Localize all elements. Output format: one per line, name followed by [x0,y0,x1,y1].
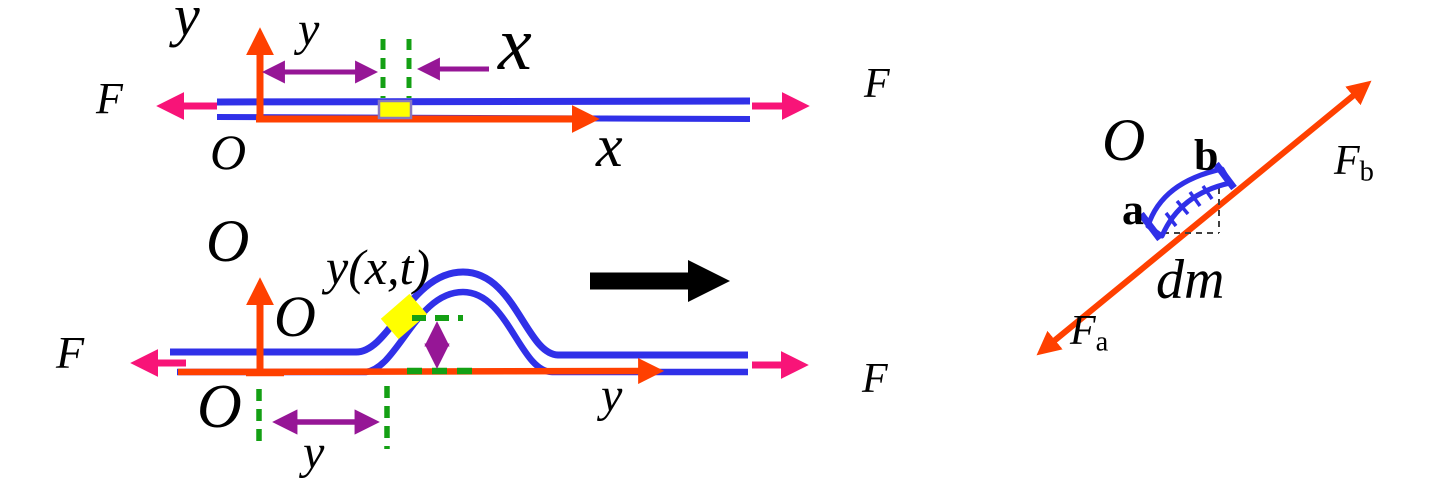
string-element-highlight [380,293,428,340]
bottom-origin-mid-label: O [274,284,316,349]
string-bottom-line [177,288,748,376]
wave-pulse-diagram [130,260,809,449]
element-mass-label: dm [1156,249,1225,311]
bottom-origin-top-label: O [206,208,250,274]
top-force-left-label: F [96,74,123,123]
tension-line-arrow [1036,80,1372,356]
top-y-axis-label: y [174,0,200,48]
mass-element-diagram [1036,80,1372,356]
hatch-line [1188,190,1202,208]
bottom-y-measure-label: y [303,426,325,479]
endpoint-b-cap [1213,161,1237,191]
top-x-axis-label: x [596,113,623,179]
element-point-b-label: b [1194,131,1219,180]
bottom-wave-function-label: y(x,t) [326,239,431,295]
hatch-line [1164,211,1178,228]
endpoint-a-cap [1138,211,1163,242]
string-at-rest-diagram [156,27,810,133]
bottom-origin-bottom-label: O [197,373,242,441]
element-force-a: Fa [1070,310,1108,357]
element-point-a-label: a [1122,185,1144,234]
bottom-force-right-label: F [862,356,888,402]
string-top-line [170,268,748,359]
element-force-b-subscript: b [1359,156,1374,188]
element-force-b: Fb [1334,140,1374,187]
element-force-a-subscript: a [1095,326,1109,358]
element-force-b-label: F [1334,138,1360,184]
string-top-line [216,97,751,106]
hatch-line [1201,185,1214,200]
string-element-highlight [377,99,413,120]
velocity-arrow [590,260,730,302]
top-force-right-label: F [864,61,890,107]
top-x-pointer-label: x [498,2,532,86]
top-y-measure-label: y [298,3,320,56]
velocity-arrow-head [688,260,730,302]
projection-dashed-lines [1163,177,1220,234]
arc-hatching [1164,185,1214,228]
element-force-a-label: F [1070,308,1096,354]
top-origin-label: O [210,124,247,180]
bottom-force-left-label: F [56,327,85,378]
bottom-y-axis-label: y [601,369,623,422]
hatch-line [1175,199,1190,216]
element-origin-label: O [1102,107,1146,173]
